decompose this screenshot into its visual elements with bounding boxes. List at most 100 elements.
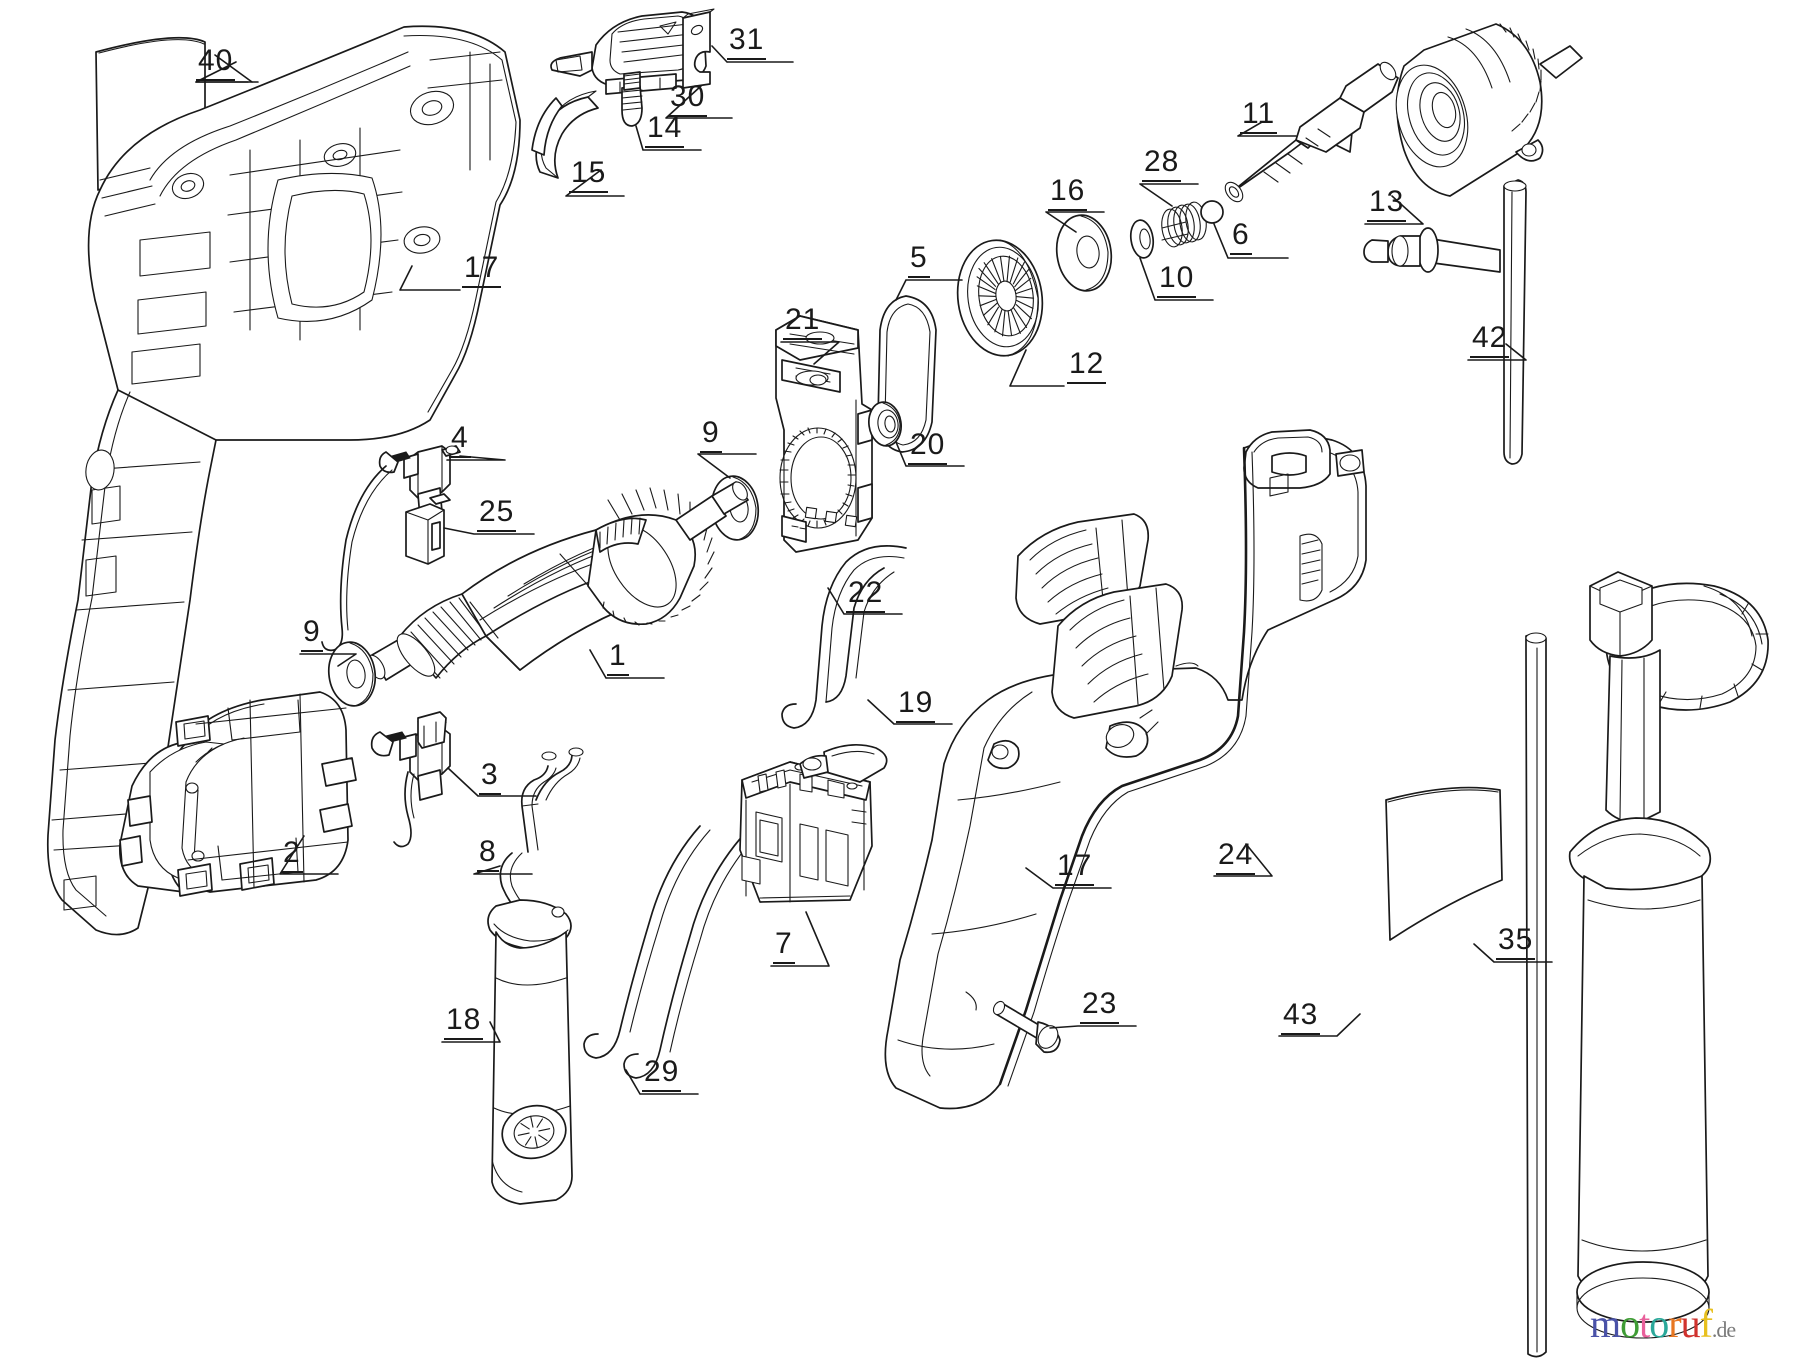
part-gasket-o-ring xyxy=(877,295,937,453)
callout-gear-case: 21 xyxy=(783,305,823,340)
callout-housing-half-right: 17 xyxy=(1055,851,1095,886)
watermark-letter: t xyxy=(1639,1301,1650,1346)
part-half-shell-clamp xyxy=(531,90,599,179)
callout-nameplate-left: 40 xyxy=(196,46,236,81)
callout-number: 42 xyxy=(1470,323,1510,358)
callout-number: 25 xyxy=(477,497,517,532)
part-field-stator xyxy=(118,691,357,897)
callout-number: 6 xyxy=(1230,220,1252,255)
watermark-motoruf: motoruf.de xyxy=(1590,1300,1736,1347)
callout-wire-lead-long: 22 xyxy=(846,578,886,613)
part-washer-thin xyxy=(1129,219,1155,259)
callout-number: 13 xyxy=(1367,187,1407,222)
callout-bearing-small: 20 xyxy=(908,430,948,465)
callout-armature-rotor: 1 xyxy=(607,641,629,676)
callout-number: 31 xyxy=(727,25,767,60)
watermark-letter: f xyxy=(1699,1301,1713,1346)
callout-washer-large: 16 xyxy=(1048,176,1088,211)
callout-number: 21 xyxy=(783,305,823,340)
callout-half-shell-clamp: 15 xyxy=(569,158,609,193)
callout-nameplate-right: 24 xyxy=(1216,840,1256,875)
callout-washer-thin: 10 xyxy=(1157,263,1197,298)
callout-brush-holder-assembly: 4 xyxy=(449,423,471,458)
callout-brush-holder: 3 xyxy=(479,760,501,795)
part-chuck xyxy=(1395,23,1583,197)
callout-number: 43 xyxy=(1281,1000,1321,1035)
watermark-letter: r xyxy=(1668,1301,1681,1346)
watermark-letter: o xyxy=(1649,1301,1669,1346)
callout-retaining-ring: 6 xyxy=(1230,220,1252,255)
callout-number: 11 xyxy=(1240,99,1278,134)
callout-number: 22 xyxy=(846,578,886,613)
callout-side-handle: 35 xyxy=(1496,925,1536,960)
callout-number: 24 xyxy=(1216,840,1256,875)
watermark-letter: o xyxy=(1620,1301,1640,1346)
callout-number: 9 xyxy=(700,418,722,453)
part-power-cord xyxy=(487,747,584,1205)
callout-trigger-switch: 7 xyxy=(773,929,795,964)
callout-carbon-brush: 25 xyxy=(477,497,517,532)
callout-speed-selector-switch: 30 xyxy=(668,82,708,117)
callout-number: 28 xyxy=(1142,147,1182,182)
callout-number: 2 xyxy=(281,838,303,873)
callout-chuck-key: 42 xyxy=(1470,323,1510,358)
part-retaining-ring xyxy=(1200,200,1224,224)
callout-number: 16 xyxy=(1048,176,1088,211)
watermark-suffix: .de xyxy=(1711,1317,1736,1342)
callout-number: 23 xyxy=(1080,989,1120,1024)
callout-number: 12 xyxy=(1067,349,1107,384)
part-screw xyxy=(621,71,643,127)
part-screw-small xyxy=(992,1000,1061,1054)
part-fan-impeller xyxy=(956,239,1044,357)
part-washer-large xyxy=(1055,214,1113,292)
callout-number: 40 xyxy=(196,46,236,81)
callout-number: 9 xyxy=(301,617,323,652)
callout-number: 4 xyxy=(449,423,471,458)
callout-number: 8 xyxy=(477,837,499,872)
part-spindle xyxy=(1224,61,1399,203)
callout-number: 5 xyxy=(908,243,930,278)
part-depth-rod xyxy=(1525,632,1547,1358)
callout-number: 15 xyxy=(569,158,609,193)
callout-field-stator: 2 xyxy=(281,838,303,873)
part-wire-lead-long xyxy=(781,545,907,729)
callout-power-cord: 18 xyxy=(444,1005,484,1040)
part-brush-holder xyxy=(370,711,451,848)
part-speed-selector-switch xyxy=(550,11,707,95)
callout-number: 29 xyxy=(642,1057,682,1092)
part-bearing-small xyxy=(868,401,902,447)
part-housing-half-right xyxy=(884,429,1367,1110)
callout-number: 1 xyxy=(607,641,629,676)
callout-bracket-clip: 31 xyxy=(727,25,767,60)
part-bracket-clip xyxy=(682,8,715,89)
callout-number: 19 xyxy=(896,688,936,723)
watermark-letter: m xyxy=(1590,1301,1621,1346)
callout-spindle: 11 xyxy=(1240,99,1278,134)
callout-screw: 14 xyxy=(645,113,685,148)
callout-number: 17 xyxy=(462,253,502,288)
callout-chuck: 13 xyxy=(1367,187,1407,222)
callout-wire-leads: 29 xyxy=(642,1057,682,1092)
callout-number: 30 xyxy=(668,82,708,117)
callout-spring: 28 xyxy=(1142,147,1182,182)
callout-number: 10 xyxy=(1157,263,1197,298)
part-bearing-rear xyxy=(327,641,377,707)
callout-number: 17 xyxy=(1055,851,1095,886)
callout-fan-impeller: 12 xyxy=(1067,349,1107,384)
callout-housing-half-left: 17 xyxy=(462,253,502,288)
part-nameplate-right xyxy=(1385,786,1503,941)
callout-number: 18 xyxy=(444,1005,484,1040)
callout-gasket-o-ring: 5 xyxy=(908,243,930,278)
callout-screw-small: 23 xyxy=(1080,989,1120,1024)
callout-depth-rod: 43 xyxy=(1281,1000,1321,1035)
callout-bearing-rear: 9 xyxy=(301,617,323,652)
part-side-handle xyxy=(1568,571,1769,1339)
watermark-letter: u xyxy=(1680,1301,1701,1346)
callout-wire-lead-short: 19 xyxy=(896,688,936,723)
part-trigger-switch xyxy=(739,743,888,903)
part-chuck-key xyxy=(1363,179,1527,465)
callout-number: 20 xyxy=(908,430,948,465)
